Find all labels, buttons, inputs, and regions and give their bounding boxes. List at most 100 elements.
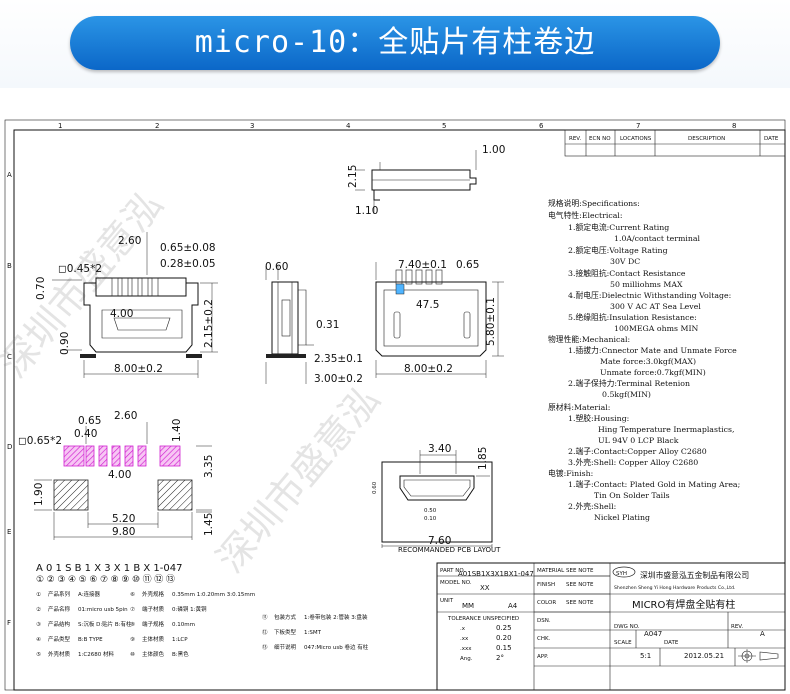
dim-label: 5.20: [112, 513, 135, 525]
spec-line: 0.5kgf(MIN): [602, 390, 651, 399]
legend-num: ⑨: [130, 636, 135, 643]
legend-label: 包装方式: [274, 613, 297, 621]
tb-label: APP.: [537, 654, 549, 660]
dim-label: 7.60: [428, 535, 451, 547]
part-code-circles: ①②③④⑤⑥⑦⑧⑨⑩⑪⑫⑬: [36, 574, 177, 585]
tb-value: MM: [462, 602, 474, 610]
row-label: B: [7, 262, 12, 270]
legend-value: 047:Micro usb 卷边 有柱: [304, 643, 369, 651]
part-code: A 0 1 S B 1 X 3 X 1 B X 1-047 ①②③④⑤⑥⑦⑧⑨⑩…: [36, 563, 182, 585]
footprint-view: 0.65 2.60 0.40 1.40 ◻0.65*2 4.00 3.35 1.…: [18, 410, 215, 540]
dim-label: 47.5: [416, 299, 439, 311]
col-label: 4: [346, 122, 351, 130]
dim-label: 3.35: [203, 455, 215, 478]
spec-line: 1.插拔力:Cnnector Mate and Unmate Force: [568, 345, 737, 355]
rev-header: REV.: [569, 136, 581, 142]
dim-label: 2.60: [118, 235, 141, 247]
spec-line: Tin On Solder Tails: [594, 491, 670, 500]
spec-line: 物理性能:Mechanical:: [548, 334, 630, 344]
dim-label: 0.90: [59, 332, 71, 355]
legend-label: 产品名称: [48, 605, 71, 613]
pcb-layout-view: 3.40 1.85 0.60 0.50 0.10 7.60 RECOMMANDE…: [372, 443, 501, 554]
row-label: D: [7, 443, 12, 451]
legend-label: 产品类型: [48, 635, 71, 643]
spec-line: UL 94V 0 LCP Black: [598, 436, 679, 445]
legend-value: S:沉板 D:贴片 B:有柱: [78, 620, 132, 628]
legend-label: 下板类型: [274, 628, 297, 636]
top-view: 7.40±0.1 0.65 47.5 5.80±0.1 8.00±0.2: [375, 259, 504, 378]
dim-label: 0.40: [74, 428, 97, 440]
row-labels: A B C D E F: [7, 171, 12, 627]
col-label: 5: [442, 122, 446, 130]
rev-header: DESCRIPTION: [688, 136, 725, 142]
spec-line: 3.接触阻抗:Contact Resistance: [568, 268, 686, 278]
spec-line: 1.端子:Contact: Plated Gold in Mating Area…: [568, 479, 740, 489]
legend-label: 端子规格: [142, 620, 165, 628]
legend-value: 0:磷铜 1:黄铜: [172, 605, 207, 613]
dim-label: 2.35±0.1: [314, 353, 363, 365]
tb-value: SEE NOTE: [566, 600, 594, 606]
legend-label: 外壳规格: [142, 590, 165, 598]
spec-line: 1.额定电流:Current Rating: [568, 222, 669, 232]
dim-label: 0.65: [78, 415, 101, 427]
rev-header: ECN NO: [589, 136, 611, 142]
dim-label: 2.60: [114, 410, 137, 422]
dim-label: 8.00±0.2: [404, 363, 453, 375]
spec-line: 规格说明:Specifications:: [548, 198, 640, 208]
watermark-text: 深圳市盛意泓: [208, 378, 388, 581]
side-view: 0.60 0.31 2.35±0.1 3.00±0.2: [265, 261, 363, 385]
spec-line: 3.外壳:Shell: Copper Alloy C2680: [568, 457, 698, 467]
column-labels: 1 2 3 4 5 6 7 8: [58, 122, 736, 130]
dim-label: 2.15±0.2: [203, 299, 215, 348]
tb-label: DWG NO.: [614, 624, 640, 630]
dim-label: 0.60: [372, 481, 378, 494]
logo-text: SYH: [616, 571, 627, 577]
title-block: PART NO. A01SB1X3X1BX1-047 MODEL NO. XX …: [436, 562, 786, 691]
dim-label: 4.00: [110, 308, 133, 320]
spec-line: 4.耐电压:Dielectnic Withstanding Voltage:: [568, 290, 731, 300]
spec-line: 5.绝缘阻抗:Insulation Resistance:: [568, 312, 697, 322]
row-label: E: [7, 528, 11, 536]
legend-label: 主体颜色: [142, 650, 165, 658]
part-code-legend: ① 产品系列 A:连接器 ② 产品名称 01:micro usb 5pin ③ …: [36, 590, 369, 658]
revision-table: REV. ECN NO LOCATIONS DESCRIPTION DATE: [564, 129, 786, 157]
spec-line: 2.额定电压:Voltage Rating: [568, 245, 668, 255]
tb-value: SEE NOTE: [566, 582, 594, 588]
tol-value: 0.25: [496, 624, 512, 632]
dim-label: 1.10: [355, 205, 378, 217]
legend-num: ⑬: [262, 643, 268, 651]
legend-num: ⑤: [36, 652, 41, 658]
tb-label: COLOR: [537, 600, 556, 606]
company-name-en: Shenzhen Sheng Yi Hong Hardware Products…: [614, 585, 736, 591]
dim-label: 0.70: [35, 277, 47, 300]
col-label: 1: [58, 122, 62, 130]
dim-label: 4.00: [108, 469, 131, 481]
tol-value: 2°: [496, 654, 504, 662]
col-label: 2: [155, 122, 159, 130]
front-view: 2.60 0.65±0.08 0.28±0.05 ◻0.45*2 0.70 4.…: [35, 232, 218, 378]
tb-value: 2012.05.21: [684, 652, 724, 660]
tb-value: SEE NOTE: [566, 568, 594, 574]
product-title: MICRO有焊盘全贴有柱: [632, 598, 735, 611]
spec-line: 原材料:Material:: [548, 402, 610, 412]
tol-key: .xx: [460, 636, 469, 642]
side-view-small: 1.00 2.15 1.10: [347, 144, 505, 217]
specifications: 规格说明:Specifications: 电气特性:Electrical: 1.…: [548, 198, 740, 522]
dim-label: 0.60: [265, 261, 288, 273]
dim-label: 0.50: [424, 508, 437, 514]
spec-line: Nickel Plating: [594, 513, 650, 522]
legend-value: 0.35mm 1:0.20mm 3:0.15mm: [172, 592, 255, 598]
dim-label: 0.65: [456, 259, 479, 271]
dim-label: 9.80: [112, 526, 135, 538]
pcb-caption: RECOMMANDED PCB LAYOUT: [398, 546, 501, 554]
legend-label: 外壳材质: [48, 650, 71, 658]
spec-line: 2.外壳:Shell:: [568, 501, 616, 511]
legend-num: ⑩: [130, 651, 135, 658]
legend-value: 1:LCP: [172, 637, 188, 643]
tb-value: XX: [480, 584, 490, 592]
legend-value: B:B TYPE: [78, 637, 103, 643]
tb-label: MATERIAL: [537, 568, 565, 574]
tb-label: DSN.: [537, 618, 551, 624]
company-name-cn: 深圳市盛意泓五金制品有限公司: [640, 570, 749, 580]
legend-value: A:连接器: [78, 590, 101, 598]
